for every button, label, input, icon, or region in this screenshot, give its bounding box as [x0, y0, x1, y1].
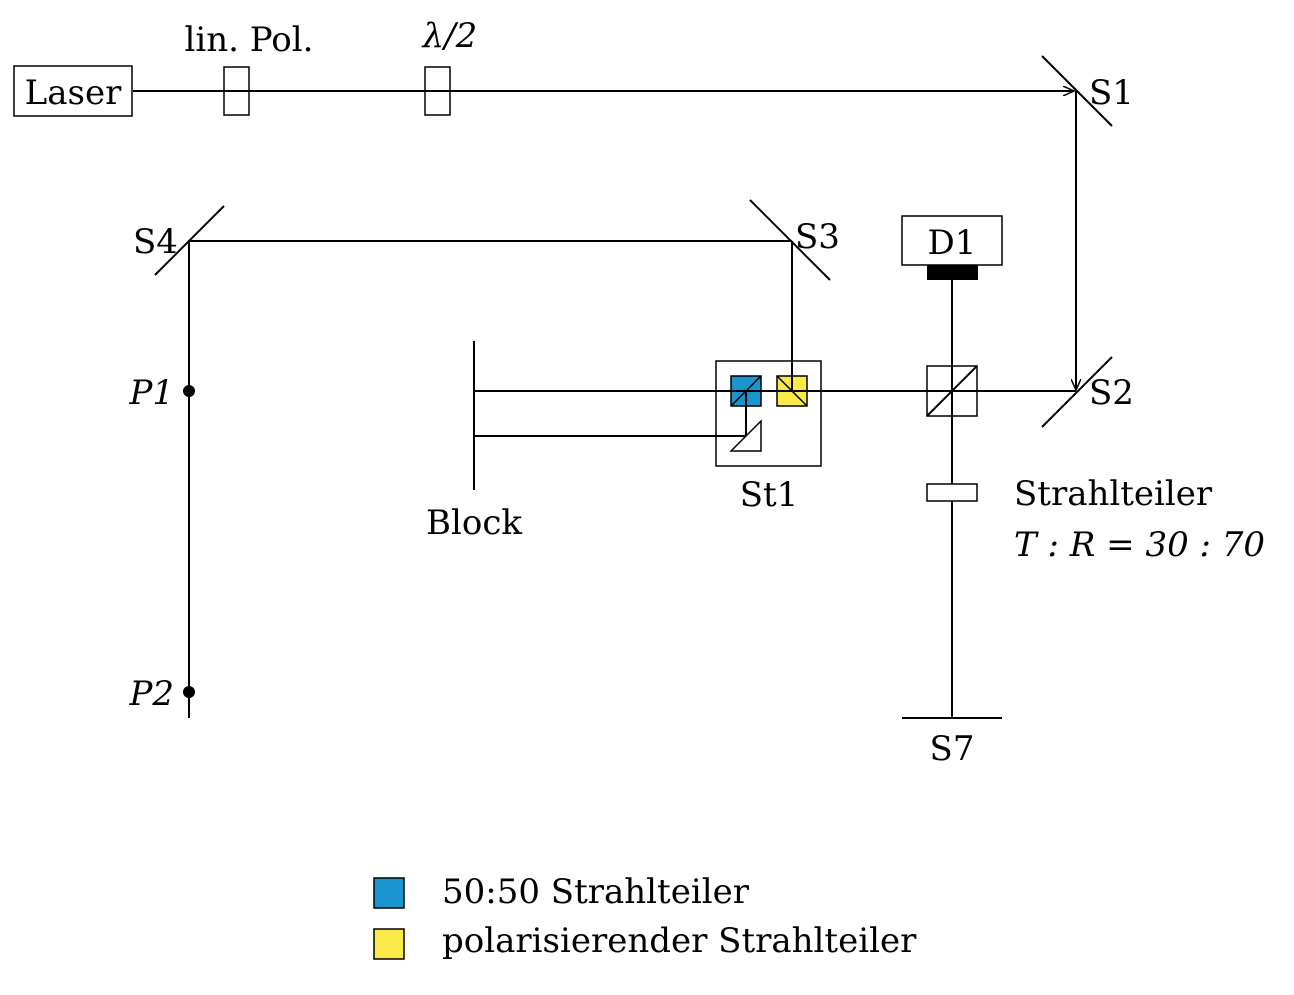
laser-label: Laser	[25, 73, 122, 113]
s7-label: S7	[930, 729, 975, 769]
s4-label: S4	[133, 222, 178, 262]
st1-label: St1	[740, 475, 799, 515]
d1-label: D1	[928, 223, 977, 263]
legend-swatch-polarizing	[373, 928, 405, 960]
point-p1	[183, 385, 195, 397]
mirror-s4	[154, 205, 225, 276]
lin-pol-label: lin. Pol.	[185, 20, 314, 60]
linear-polarizer	[223, 66, 250, 116]
mirror-s1	[1041, 55, 1113, 127]
s2-label: S2	[1089, 373, 1134, 413]
st1-module-box	[715, 360, 822, 467]
legend: 50:50 Strahlteiler polarisierender Strah…	[373, 872, 917, 961]
ratio-label: T : R = 30 : 70	[1014, 525, 1265, 565]
laser-box	[13, 65, 133, 117]
detector-d1-box	[901, 215, 1003, 266]
mirror-s3	[749, 199, 831, 281]
legend-label-polarizing: polarisierender Strahlteiler	[442, 921, 917, 961]
block-label: Block	[426, 503, 522, 543]
legend-label-5050: 50:50 Strahlteiler	[442, 872, 750, 912]
legend-swatch-5050	[373, 877, 405, 909]
point-p2	[183, 686, 195, 698]
detector-d1-bar	[927, 265, 978, 280]
s1-label: S1	[1089, 73, 1134, 113]
p2-label: P2	[128, 674, 174, 714]
s3-label: S3	[795, 217, 840, 257]
half-wave-label: λ/2	[421, 16, 478, 56]
mirror-s2	[1041, 356, 1113, 428]
optical-element-lower	[926, 483, 978, 502]
prism-mirror	[729, 419, 762, 452]
half-wave-plate	[424, 66, 451, 116]
beamsplitter-label: Strahlteiler	[1014, 474, 1213, 514]
p1-label: P1	[128, 373, 174, 413]
